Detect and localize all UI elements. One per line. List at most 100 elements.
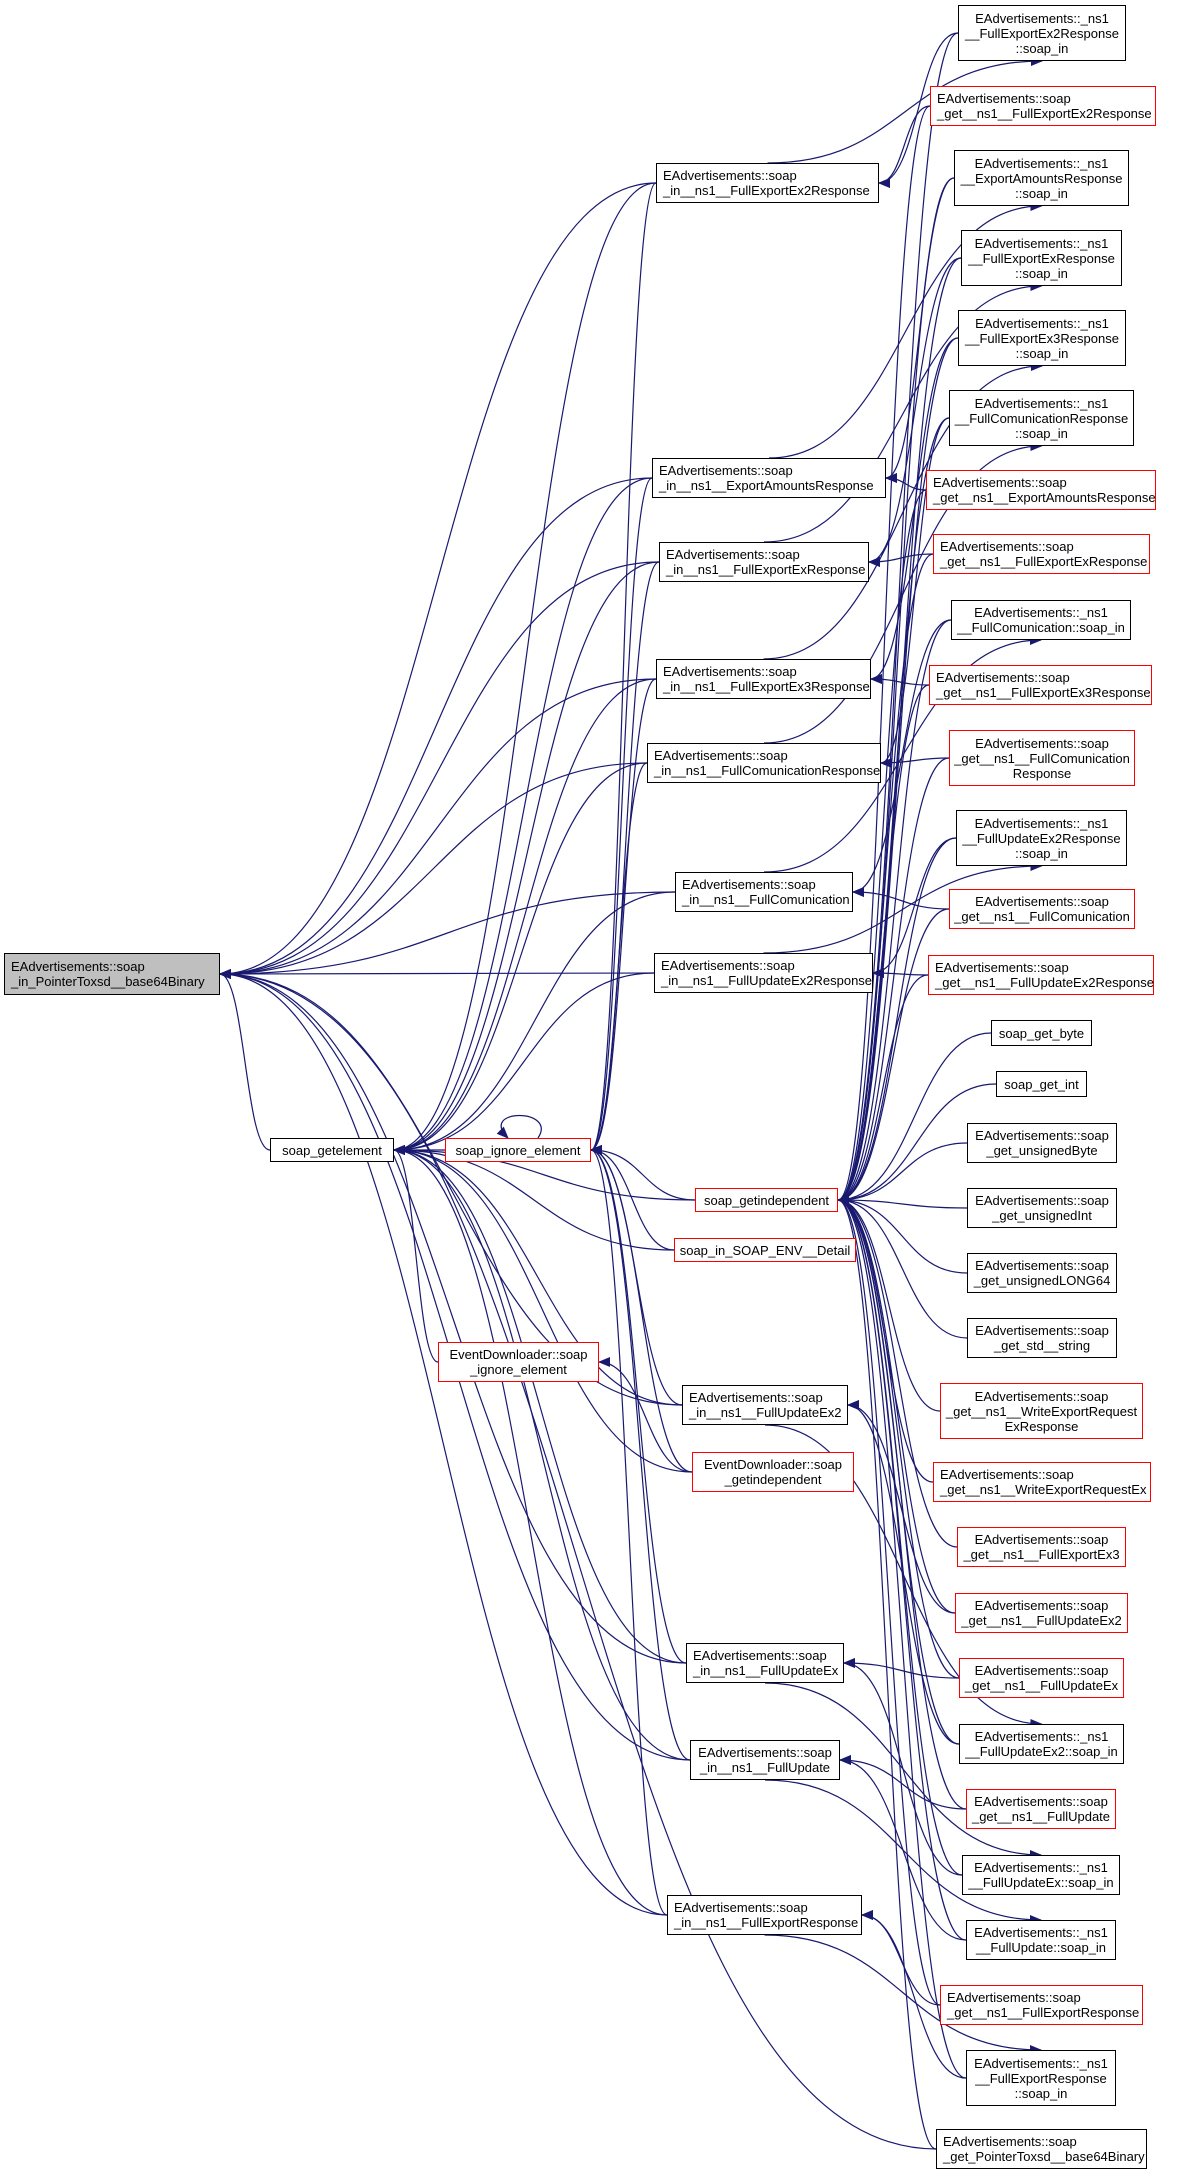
edge-r_get_fue2-to-in_fue2 xyxy=(847,1400,956,1614)
graph-node-in-fcr[interactable]: EAdvertisements::soap _in__ns1__FullComu… xyxy=(647,743,881,783)
graph-node-in-fer[interactable]: EAdvertisements::soap _in__ns1__FullExpo… xyxy=(659,542,869,582)
graph-node-in-ear[interactable]: EAdvertisements::soap _in__ns1__ExportAm… xyxy=(652,458,886,498)
graph-node-r-str[interactable]: EAdvertisements::soap _get_std__string xyxy=(967,1318,1117,1358)
graph-node-r-get-fe3r[interactable]: EAdvertisements::soap _get__ns1__FullExp… xyxy=(929,665,1152,705)
edge-r_get_fe2r-to-in_fe2r xyxy=(878,105,931,188)
graph-node-in-fue2r[interactable]: EAdvertisements::soap _in__ns1__FullUpda… xyxy=(654,953,873,993)
edge-in_fer-to-r_fer_in xyxy=(763,281,1043,543)
edge-r_fer_in-to-in_fer xyxy=(868,257,962,567)
graph-node-r-get-werex[interactable]: EAdvertisements::soap _get__ns1__WriteEx… xyxy=(933,1462,1151,1502)
edge-in_fue2-to-ignore xyxy=(590,1145,683,1406)
edge-in_fue-to-ignore xyxy=(590,1145,687,1664)
graph-node-r-get-fxr[interactable]: EAdvertisements::soap _get__ns1__FullExp… xyxy=(940,1985,1143,2025)
graph-node-r-get-fcr[interactable]: EAdvertisements::soap _get__ns1__FullCom… xyxy=(949,730,1135,786)
edge-r_get_fue2r-to-in_fue2r xyxy=(872,968,929,979)
graph-node-r-fe3r-in[interactable]: EAdvertisements::_ns1 __FullExportEx3Res… xyxy=(958,310,1126,366)
graph-node-r-fe2r-in[interactable]: EAdvertisements::_ns1 __FullExportEx2Res… xyxy=(958,5,1126,61)
graph-node-r-fu-in[interactable]: EAdvertisements::_ns1 __FullUpdate::soap… xyxy=(966,1920,1116,1960)
graph-node-in-fue2[interactable]: EAdvertisements::soap _in__ns1__FullUpda… xyxy=(682,1385,848,1425)
graph-node-r-fer-in[interactable]: EAdvertisements::_ns1 __FullExportExResp… xyxy=(961,230,1122,286)
edge-ev_ignore-to-getelement xyxy=(393,1145,439,1363)
edge-in_fe3r-to-root xyxy=(219,678,657,979)
edge-r_get_fc-to-getindep xyxy=(837,908,950,1205)
edge-envdetail-to-ignore xyxy=(590,1145,675,1251)
edge-r_str-to-getindep xyxy=(837,1195,968,1339)
graph-node-r-get-fue2[interactable]: EAdvertisements::soap _get__ns1__FullUpd… xyxy=(955,1593,1128,1633)
edge-r_get_fue-to-in_fue xyxy=(843,1658,960,1679)
edge-r_get_fxr-to-in_fxr xyxy=(861,1910,941,2006)
edge-in_ear-to-root xyxy=(219,477,653,979)
edge-in_fcr-to-r_fcr_in xyxy=(763,441,1043,744)
root-node[interactable]: EAdvertisements::soap _in_PointerToxsd__… xyxy=(4,953,220,995)
edge-r_get_fue-to-getindep xyxy=(837,1195,960,1679)
edge-r_fu_in-to-getindep xyxy=(837,1195,967,1941)
edge-ignore-to-ignore xyxy=(496,1115,542,1139)
graph-node-r-ear-in[interactable]: EAdvertisements::_ns1 __ExportAmountsRes… xyxy=(954,150,1129,206)
graph-node-r-fue2-in[interactable]: EAdvertisements::_ns1 __FullUpdateEx2::s… xyxy=(959,1724,1124,1764)
graph-node-in-fe2r[interactable]: EAdvertisements::soap _in__ns1__FullExpo… xyxy=(656,163,879,203)
edge-r_uint-to-getindep xyxy=(837,1195,968,1209)
edge-r_get_fxr-to-getindep xyxy=(837,1195,941,2006)
edge-in_fue2r-to-root xyxy=(219,968,655,979)
graph-node-getindep[interactable]: soap_getindependent xyxy=(695,1188,838,1212)
graph-node-r-fue-in[interactable]: EAdvertisements::_ns1 __FullUpdateEx::so… xyxy=(962,1855,1120,1895)
graph-node-r-get-ptr[interactable]: EAdvertisements::soap _get_PointerToxsd_… xyxy=(936,2129,1147,2169)
edge-r_fxr_in-to-getindep xyxy=(837,1195,967,2079)
graph-node-getelement[interactable]: soap_getelement xyxy=(270,1138,394,1162)
graph-node-ev-ignore[interactable]: EventDownloader::soap _ignore_element xyxy=(438,1342,599,1382)
edge-in_fe3r-to-r_fe3r_in xyxy=(763,361,1043,660)
graph-node-r-byte[interactable]: soap_get_byte xyxy=(991,1020,1092,1046)
graph-node-r-ubyte[interactable]: EAdvertisements::soap _get_unsignedByte xyxy=(967,1123,1117,1163)
graph-node-r-fc-in[interactable]: EAdvertisements::_ns1 __FullComunication… xyxy=(951,600,1131,640)
edge-r_int-to-getindep xyxy=(837,1083,997,1205)
edge-in_fu-to-ignore xyxy=(590,1145,691,1761)
edge-in_fe2r-to-root xyxy=(219,182,657,979)
edge-envdetail-to-getelement xyxy=(393,1145,675,1251)
edge-getindep-to-ignore xyxy=(590,1145,696,1201)
edge-in_fcr-to-ignore xyxy=(590,762,648,1155)
graph-node-r-get-fue[interactable]: EAdvertisements::soap _get__ns1__FullUpd… xyxy=(959,1658,1124,1698)
edge-in_fer-to-ignore xyxy=(590,561,660,1155)
graph-node-r-uint[interactable]: EAdvertisements::soap _get_unsignedInt xyxy=(967,1188,1117,1228)
graph-node-in-fxr[interactable]: EAdvertisements::soap _in__ns1__FullExpo… xyxy=(667,1895,862,1935)
graph-node-r-get-fer[interactable]: EAdvertisements::soap _get__ns1__FullExp… xyxy=(933,534,1150,574)
edge-in_fxr-to-ignore xyxy=(590,1145,668,1916)
edge-r_get_ptr-to-getindep xyxy=(837,1195,937,2150)
graph-node-envdetail[interactable]: soap_in_SOAP_ENV__Detail xyxy=(674,1238,856,1262)
edge-in_fxr-to-root xyxy=(219,969,668,1916)
edge-r_get_fer-to-getindep xyxy=(837,553,934,1205)
edge-r_get_fc-to-in_fc xyxy=(852,887,950,910)
graph-node-r-get-ear[interactable]: EAdvertisements::soap _get__ns1__ExportA… xyxy=(926,470,1156,510)
edge-r_get_fue2-to-getindep xyxy=(837,1195,956,1614)
edge-in_fue2r-to-getelement xyxy=(393,972,655,1155)
graph-node-r-get-werexr[interactable]: EAdvertisements::soap _get__ns1__WriteEx… xyxy=(940,1383,1143,1439)
edge-in_fe3r-to-getelement xyxy=(393,678,657,1155)
edge-in_fu-to-getelement xyxy=(393,1145,691,1761)
edge-in_fe2r-to-r_fe2r_in xyxy=(767,56,1043,164)
graph-node-r-get-fe2r[interactable]: EAdvertisements::soap _get__ns1__FullExp… xyxy=(930,86,1156,126)
graph-node-ignore[interactable]: soap_ignore_element xyxy=(445,1138,591,1162)
edge-r_get_ear-to-getindep xyxy=(837,489,927,1205)
edge-in_fc-to-root xyxy=(219,891,676,979)
graph-node-in-fu[interactable]: EAdvertisements::soap _in__ns1__FullUpda… xyxy=(690,1740,840,1780)
graph-node-ev-getindep[interactable]: EventDownloader::soap _getindependent xyxy=(692,1452,854,1492)
edge-r_fe3r_in-to-getindep xyxy=(837,337,959,1205)
edge-r_get_fue2r-to-getindep xyxy=(837,974,929,1205)
graph-node-r-fue2r-in[interactable]: EAdvertisements::_ns1 __FullUpdateEx2Res… xyxy=(956,810,1127,866)
graph-node-r-get-fc[interactable]: EAdvertisements::soap _get__ns1__FullCom… xyxy=(949,889,1135,929)
edge-in_fxr-to-r_fxr_in xyxy=(764,1934,1042,2055)
graph-node-r-int[interactable]: soap_get_int xyxy=(996,1071,1087,1097)
graph-node-r-fcr-in[interactable]: EAdvertisements::_ns1 __FullComunication… xyxy=(949,390,1134,446)
graph-node-in-fue[interactable]: EAdvertisements::soap _in__ns1__FullUpda… xyxy=(686,1643,844,1683)
edge-in_fe2r-to-getelement xyxy=(393,182,657,1155)
graph-node-r-fxr-in[interactable]: EAdvertisements::_ns1 __FullExportRespon… xyxy=(966,2050,1116,2106)
graph-node-r-get-fue2r[interactable]: EAdvertisements::soap _get__ns1__FullUpd… xyxy=(928,955,1154,995)
graph-node-in-fc[interactable]: EAdvertisements::soap _in__ns1__FullComu… xyxy=(675,872,853,912)
edge-r_fue2r_in-to-in_fue2r xyxy=(872,837,957,978)
graph-node-r-get-fe3[interactable]: EAdvertisements::soap _get__ns1__FullExp… xyxy=(957,1527,1126,1567)
graph-node-r-ulong[interactable]: EAdvertisements::soap _get_unsignedLONG6… xyxy=(967,1253,1117,1293)
edge-r_get_fe2r-to-getindep xyxy=(837,105,931,1205)
graph-node-r-get-fu[interactable]: EAdvertisements::soap _get__ns1__FullUpd… xyxy=(966,1789,1116,1829)
graph-node-in-fe3r[interactable]: EAdvertisements::soap _in__ns1__FullExpo… xyxy=(656,659,871,699)
